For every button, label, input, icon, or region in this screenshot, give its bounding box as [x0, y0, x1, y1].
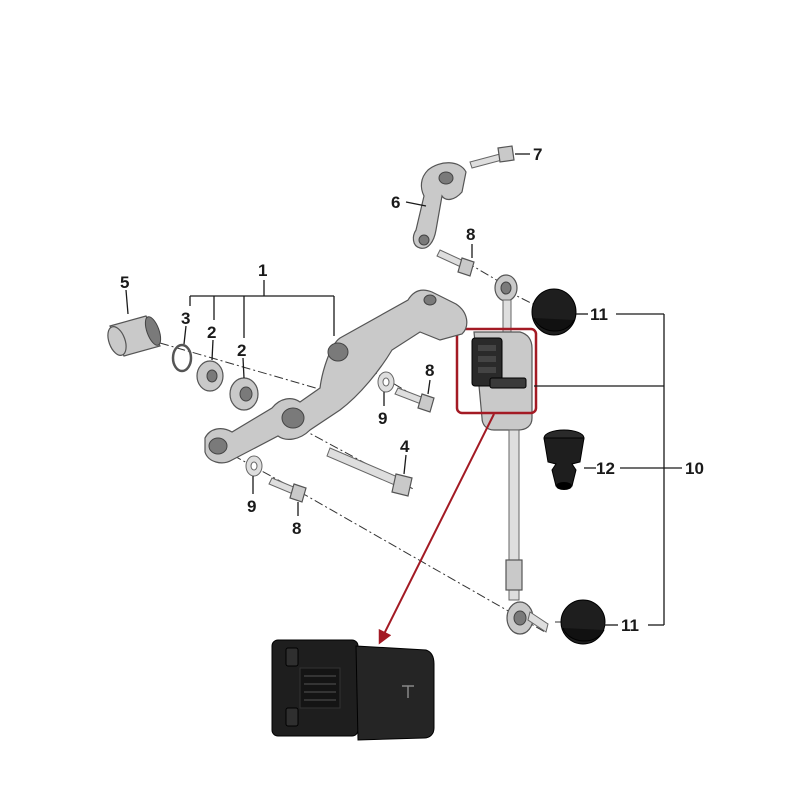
callout-9-lower: 9: [247, 497, 256, 516]
connector-highlight-box: [455, 327, 538, 415]
callout-12: 12: [596, 459, 615, 478]
callout-6: 6: [391, 193, 400, 212]
main-bracket-part-1: [204, 289, 468, 464]
washer-part-9-upper: [377, 371, 395, 393]
leader-lines: [125, 153, 682, 626]
bracket-part-6: [412, 162, 467, 249]
bolt-part-7: [469, 145, 515, 169]
long-bolt-part-4: [326, 447, 413, 497]
bolt-part-8-right: [394, 387, 435, 413]
callout-2a: 2: [207, 323, 216, 342]
callout-8-right: 8: [425, 361, 434, 380]
callout-11-top: 11: [590, 305, 608, 324]
callout-9-upper: 9: [378, 409, 387, 428]
connector-detail-image: [271, 639, 435, 741]
callout-4: 4: [400, 437, 410, 456]
rubber-boot-part-12: [543, 429, 585, 490]
bushing-part-5: [107, 315, 162, 357]
sensor-rod-assembly: [471, 274, 549, 635]
callout-8-left: 8: [292, 519, 301, 538]
callout-7: 7: [533, 145, 542, 164]
spacer-part-2b: [229, 377, 259, 411]
circlip-part-3: [171, 343, 193, 373]
callout-11-bottom: 11: [621, 616, 639, 635]
spacer-part-2a: [196, 360, 224, 392]
magnify-arrow: [378, 413, 495, 645]
callout-8-top: 8: [466, 225, 475, 244]
callout-10: 10: [685, 459, 704, 478]
callout-3: 3: [181, 309, 190, 328]
washer-part-9-lower: [245, 455, 263, 477]
rubber-cap-part-11-bottom: [560, 599, 606, 645]
callout-5: 5: [120, 273, 129, 292]
bolt-part-8-top: [436, 249, 475, 277]
bolt-part-8-left: [268, 477, 307, 503]
rubber-cap-part-11-top: [531, 288, 577, 336]
callout-2b: 2: [237, 341, 246, 360]
callout-1: 1: [258, 261, 267, 280]
callout-labels: 1 2 2 3 4 5 6 7 8 8 8 9 9 10 11 11 12: [120, 145, 704, 635]
